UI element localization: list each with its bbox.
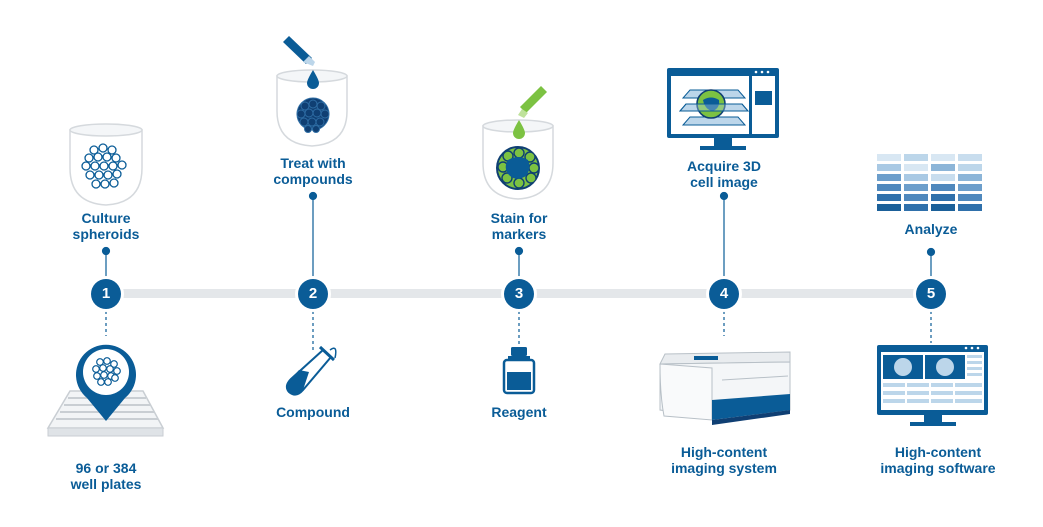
step-1-number-badge: 1 xyxy=(91,279,121,309)
treatment-cup-icon xyxy=(276,69,348,147)
pipette-icon xyxy=(283,36,315,66)
dashed-connectors xyxy=(105,311,932,353)
step-5-bottom-label: High-content imaging software xyxy=(880,444,996,476)
imaging-system-icon xyxy=(659,351,791,425)
stain-pipette-icon xyxy=(518,86,547,118)
step-3-number-badge: 3 xyxy=(504,279,534,309)
connector-lines xyxy=(101,191,936,280)
culture-cup-icon xyxy=(69,123,143,206)
step-5-top-label: Analyze xyxy=(904,221,958,237)
step-4-top-label: Acquire 3D cell image xyxy=(687,158,761,190)
step-1-bottom-label: 96 or 384 well plates xyxy=(70,460,142,492)
step-4-number-badge: 4 xyxy=(709,279,739,309)
reagent-bottle-icon xyxy=(502,347,536,395)
step-3-top-label: Stain for markers xyxy=(490,210,548,242)
heatmap-icon xyxy=(877,154,982,211)
step-4-bottom-label: High-content imaging system xyxy=(671,444,777,476)
step-2-bottom-label: Compound xyxy=(276,404,350,420)
step-2-top-label: Treat with compounds xyxy=(273,155,353,187)
step-1-top-label: Culture spheroids xyxy=(72,210,140,242)
compound-tube-icon xyxy=(285,345,337,396)
step-3-bottom-label: Reagent xyxy=(491,404,547,420)
acquisition-monitor-icon xyxy=(667,68,779,150)
stain-cup-icon xyxy=(482,119,554,200)
step-2-number-badge: 2 xyxy=(298,279,328,309)
step-5-number-badge: 5 xyxy=(916,279,946,309)
software-monitor-icon xyxy=(877,345,988,426)
location-pin-icon xyxy=(76,344,136,421)
